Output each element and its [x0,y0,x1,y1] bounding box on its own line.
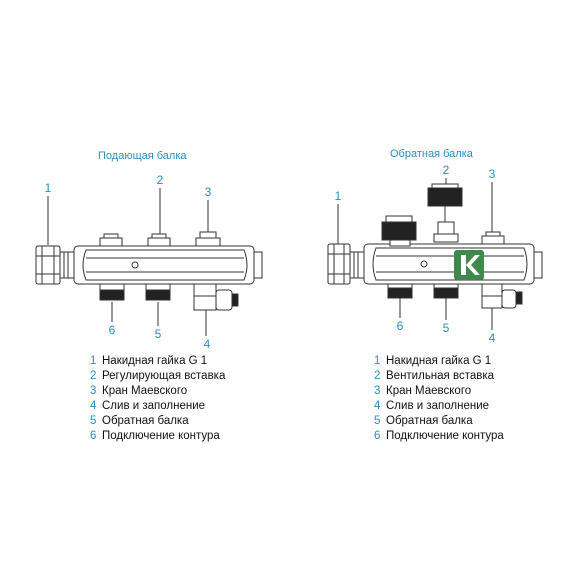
legend-text: Кран Маевского [102,385,188,397]
legend-number: 1 [374,355,381,367]
callout-1: 1 [334,189,342,203]
legend-item: 1 Накидная гайка G 1 [90,354,225,369]
callout-3: 3 [204,185,212,199]
callout-4: 4 [203,337,211,351]
return-manifold-drawing [327,178,543,330]
callout-5: 5 [154,327,162,341]
callout-2: 2 [442,163,450,177]
legend-number: 3 [90,385,97,397]
legend-number: 6 [374,430,381,442]
legend-text: Слив и заполнение [102,400,206,412]
legend-item: 3 Кран Маевского [374,384,504,399]
supply-manifold-drawing [35,188,263,336]
supply-legend: 1 Накидная гайка G 1 2 Регулирующая вставк… [90,354,225,444]
legend-text: Регулирующая вставка [102,370,226,382]
callout-6: 6 [396,319,404,333]
callout-6: 6 [108,323,116,337]
callout-4: 4 [488,331,496,345]
legend-text: Обратная балка [386,415,473,427]
legend-number: 1 [90,355,97,367]
legend-item: 2 Вентильная вставка [374,369,504,384]
callout-3: 3 [488,167,496,181]
legend-number: 5 [374,415,381,427]
legend-item: 4 Слив и заполнение [374,399,504,414]
legend-number: 4 [374,400,381,412]
legend-text: Подключение контура [386,430,504,442]
legend-item: 5 Обратная балка [374,414,504,429]
legend-number: 2 [90,370,97,382]
supply-manifold-title: Подающая балка [98,150,187,162]
legend-number: 4 [90,400,97,412]
callout-1: 1 [44,181,52,195]
legend-text: Кран Маевского [386,385,472,397]
legend-item: 2 Регулирующая вставка [90,369,225,384]
legend-item: 1 Накидная гайка G 1 [374,354,504,369]
legend-item: 6 Подключение контура [90,429,225,444]
legend-text: Подключение контура [102,430,220,442]
legend-item: 6 Подключение контура [374,429,504,444]
k-letter-logo [454,250,484,280]
legend-number: 2 [374,370,381,382]
legend-item: 4 Слив и заполнение [90,399,225,414]
legend-text: Вентильная вставка [386,370,495,382]
legend-text: Слив и заполнение [386,400,490,412]
legend-text: Обратная балка [102,415,189,427]
legend-item: 3 Кран Маевского [90,384,225,399]
callout-5: 5 [442,321,450,335]
legend-text: Накидная гайка G 1 [102,355,208,367]
legend-text: Накидная гайка G 1 [386,355,492,367]
return-manifold-title: Обратная балка [390,148,473,160]
legend-number: 3 [374,385,381,397]
legend-item: 5 Обратная балка [90,414,225,429]
callout-2: 2 [156,173,164,187]
legend-number: 5 [90,415,97,427]
legend-number: 6 [90,430,97,442]
